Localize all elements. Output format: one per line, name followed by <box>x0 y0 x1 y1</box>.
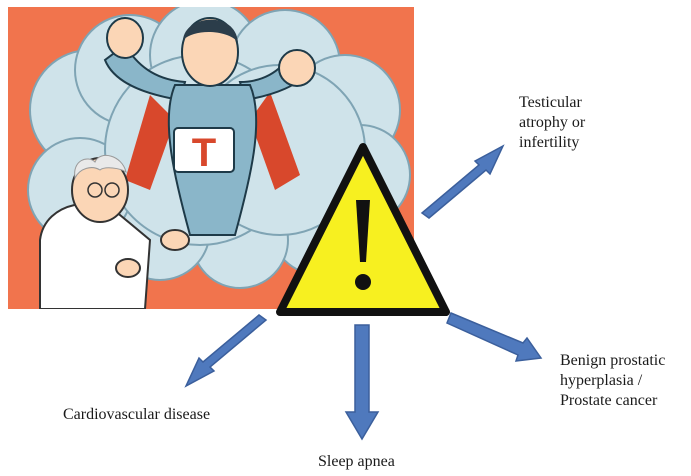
label-bph-prostate-cancer: Benign prostatic hyperplasia / Prostate … <box>560 351 665 411</box>
arrow-to-testicular <box>422 146 503 218</box>
label-sleep-apnea: Sleep apnea <box>318 452 395 472</box>
emblem-letter: T <box>192 131 216 175</box>
label-line: Testicular <box>519 93 585 113</box>
arrow-to-cardio <box>186 315 266 386</box>
label-line: Prostate cancer <box>560 391 665 411</box>
label-testicular-atrophy: Testicular atrophy or infertility <box>519 93 585 153</box>
label-line: Benign prostatic <box>560 351 665 371</box>
label-line: atrophy or <box>519 113 585 133</box>
label-line: infertility <box>519 133 585 153</box>
arrow-to-bph <box>447 313 541 361</box>
label-cardiovascular-disease: Cardiovascular disease <box>63 405 210 425</box>
arrow-to-sleep <box>346 325 378 439</box>
label-line: hyperplasia / <box>560 371 665 391</box>
